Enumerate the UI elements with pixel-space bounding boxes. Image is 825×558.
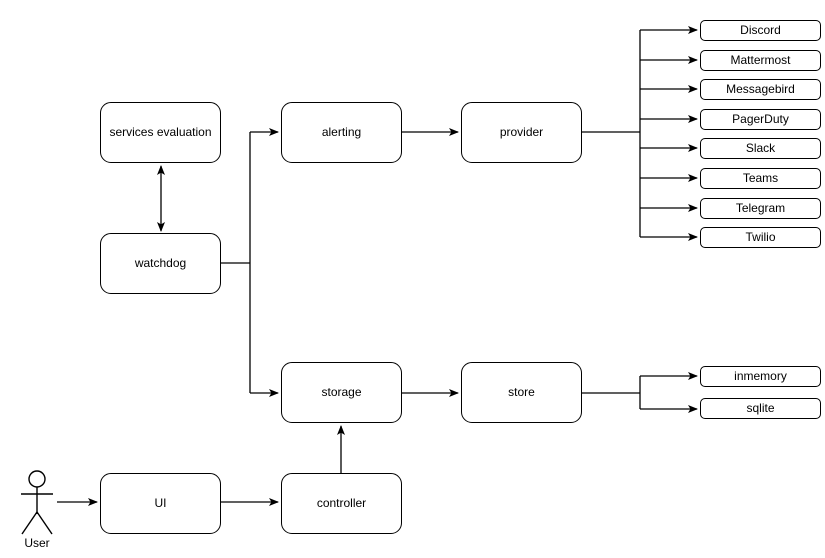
node-provider-pagerduty[interactable]: PagerDuty bbox=[700, 109, 821, 130]
actor-user bbox=[12, 466, 66, 548]
node-store[interactable]: store bbox=[461, 362, 582, 423]
node-provider-label: provider bbox=[499, 124, 544, 139]
node-provider-slack-label: Slack bbox=[745, 140, 776, 155]
node-store-label: store bbox=[508, 384, 535, 399]
node-storage-label: storage bbox=[321, 384, 362, 399]
node-services-evaluation-label: services evaluation bbox=[109, 124, 212, 139]
node-store-inmemory-label: inmemory bbox=[734, 368, 787, 383]
node-store-sqlite-label: sqlite bbox=[746, 400, 775, 415]
node-watchdog-label: watchdog bbox=[134, 255, 187, 270]
node-provider-twilio-label: Twilio bbox=[745, 229, 776, 244]
actor-user-label: User bbox=[24, 536, 50, 550]
node-provider-teams-label: Teams bbox=[742, 170, 779, 185]
node-provider-slack[interactable]: Slack bbox=[700, 138, 821, 159]
node-provider[interactable]: provider bbox=[461, 102, 582, 163]
node-provider-mattermost-label: Mattermost bbox=[730, 52, 791, 67]
node-provider-pagerduty-label: PagerDuty bbox=[732, 111, 789, 126]
node-provider-twilio[interactable]: Twilio bbox=[700, 227, 821, 248]
node-provider-messagebird[interactable]: Messagebird bbox=[700, 79, 821, 100]
node-alerting[interactable]: alerting bbox=[281, 102, 402, 163]
node-store-inmemory[interactable]: inmemory bbox=[700, 366, 821, 387]
actor-leg-left bbox=[21, 511, 38, 535]
node-store-sqlite[interactable]: sqlite bbox=[700, 398, 821, 419]
node-provider-teams[interactable]: Teams bbox=[700, 168, 821, 189]
node-provider-messagebird-label: Messagebird bbox=[726, 81, 795, 96]
node-alerting-label: alerting bbox=[321, 124, 362, 139]
node-provider-discord-label: Discord bbox=[740, 22, 781, 37]
node-provider-telegram-label: Telegram bbox=[735, 200, 786, 215]
node-controller[interactable]: controller bbox=[281, 473, 402, 534]
node-provider-discord[interactable]: Discord bbox=[700, 20, 821, 41]
node-services-evaluation[interactable]: services evaluation bbox=[100, 102, 221, 163]
node-storage[interactable]: storage bbox=[281, 362, 402, 423]
node-watchdog[interactable]: watchdog bbox=[100, 233, 221, 294]
node-provider-mattermost[interactable]: Mattermost bbox=[700, 50, 821, 71]
node-ui-label: UI bbox=[154, 495, 167, 510]
node-ui[interactable]: UI bbox=[100, 473, 221, 534]
node-provider-telegram[interactable]: Telegram bbox=[700, 198, 821, 219]
actor-head-icon bbox=[28, 470, 46, 488]
actor-leg-right bbox=[36, 511, 53, 535]
node-controller-label: controller bbox=[316, 495, 367, 510]
